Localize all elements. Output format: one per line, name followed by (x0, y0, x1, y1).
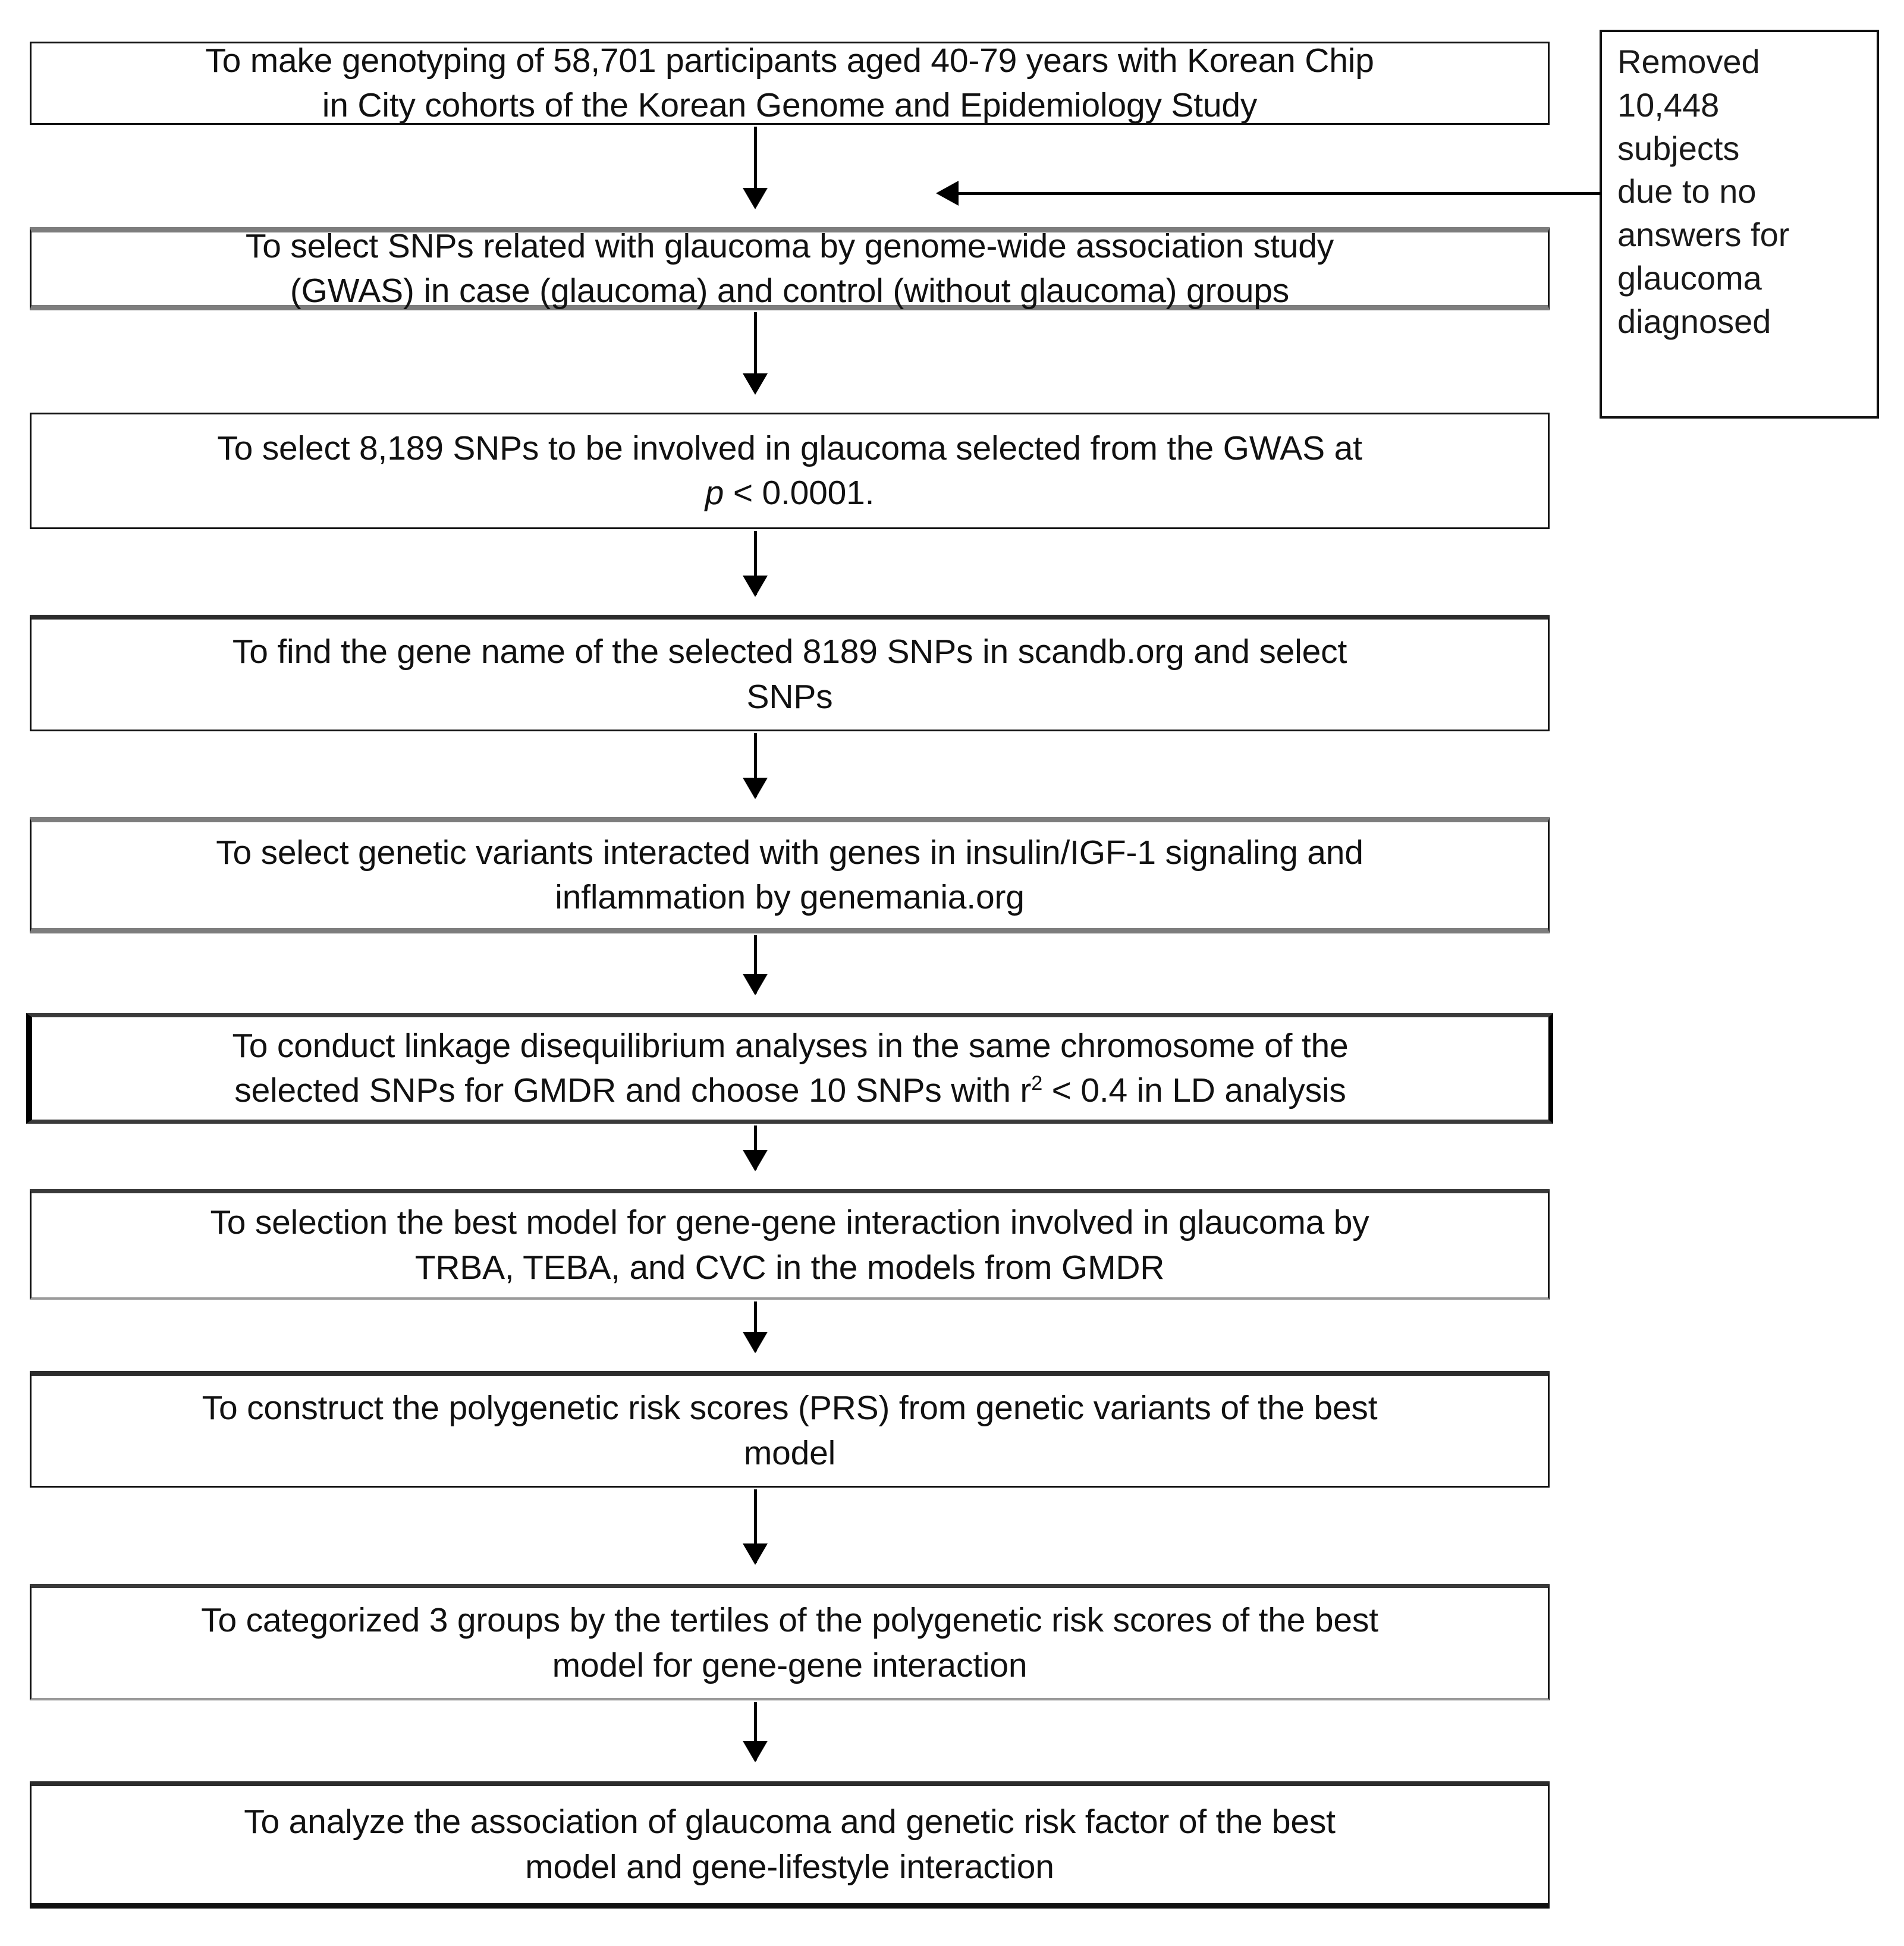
connector-1-2-arrowhead (743, 188, 768, 209)
connector-5-6-line (754, 935, 757, 994)
connector-7-8-arrowhead (743, 1332, 768, 1353)
flow-step-1-text: To make genotyping of 58,701 participant… (205, 41, 1374, 124)
flow-step-8-text: To construct the polygenetic risk scores… (202, 1389, 1378, 1472)
connector-8-9-line (754, 1489, 757, 1563)
flow-step-5-text: To select genetic variants interacted wi… (216, 833, 1363, 916)
connector-3-4-line (754, 531, 757, 595)
flow-step-2-text: To select SNPs related with glaucoma by … (245, 227, 1334, 310)
connector-4-5-line (754, 733, 757, 797)
flow-step-6-text-after: < 0.4 in LD analysis (1042, 1071, 1346, 1109)
flow-step-9: To categorized 3 groups by the tertiles … (30, 1584, 1550, 1700)
flow-step-6-text-before: To conduct linkage disequilibrium analys… (232, 1026, 1349, 1109)
exclusion-connector-line (957, 192, 1601, 195)
flow-step-6-superscript: 2 (1031, 1072, 1043, 1095)
flow-step-10: To analyze the association of glaucoma a… (30, 1781, 1550, 1909)
connector-3-4-arrowhead (743, 576, 768, 597)
flow-step-10-text: To analyze the association of glaucoma a… (244, 1803, 1336, 1886)
connector-9-10-arrowhead (743, 1741, 768, 1762)
connector-6-7-arrowhead (743, 1150, 768, 1171)
flow-step-3-italic-p: p (705, 474, 724, 512)
connector-5-6-arrowhead (743, 974, 768, 995)
flow-step-3: To select 8,189 SNPs to be involved in g… (30, 413, 1550, 529)
flow-step-9-text: To categorized 3 groups by the tertiles … (201, 1601, 1378, 1684)
connector-9-10-line (754, 1702, 757, 1760)
connector-7-8-line (754, 1301, 757, 1351)
flow-step-1: To make genotyping of 58,701 participant… (30, 42, 1550, 125)
flow-step-7: To selection the best model for gene-gen… (30, 1189, 1550, 1300)
flow-step-4-text: To find the gene name of the selected 81… (232, 633, 1347, 716)
flow-step-6: To conduct linkage disequilibrium analys… (26, 1013, 1553, 1124)
flow-step-6-text: To conduct linkage disequilibrium analys… (232, 1024, 1348, 1113)
connector-1-2-line (754, 127, 757, 192)
connector-6-7-line (754, 1126, 757, 1170)
flow-step-5: To select genetic variants interacted wi… (30, 817, 1550, 933)
connector-2-3-line (754, 312, 757, 378)
flow-step-3-text: To select 8,189 SNPs to be involved in g… (217, 426, 1362, 515)
exclusion-connector-arrowhead (936, 181, 959, 206)
flow-step-8: To construct the polygenetic risk scores… (30, 1371, 1550, 1488)
flow-step-2: To select SNPs related with glaucoma by … (30, 227, 1550, 310)
flow-step-7-text: To selection the best model for gene-gen… (210, 1203, 1369, 1287)
flow-step-3-text-after: < 0.0001. (724, 474, 875, 512)
exclusion-note-text: Removed 10,448 subjects due to no answer… (1617, 43, 1790, 340)
connector-8-9-arrowhead (743, 1543, 768, 1565)
flow-step-3-text-before: To select 8,189 SNPs to be involved in g… (217, 429, 1362, 467)
connector-2-3-arrowhead (743, 373, 768, 395)
exclusion-note-box: Removed 10,448 subjects due to no answer… (1600, 30, 1879, 419)
connector-4-5-arrowhead (743, 778, 768, 799)
flow-step-4: To find the gene name of the selected 81… (30, 615, 1550, 731)
